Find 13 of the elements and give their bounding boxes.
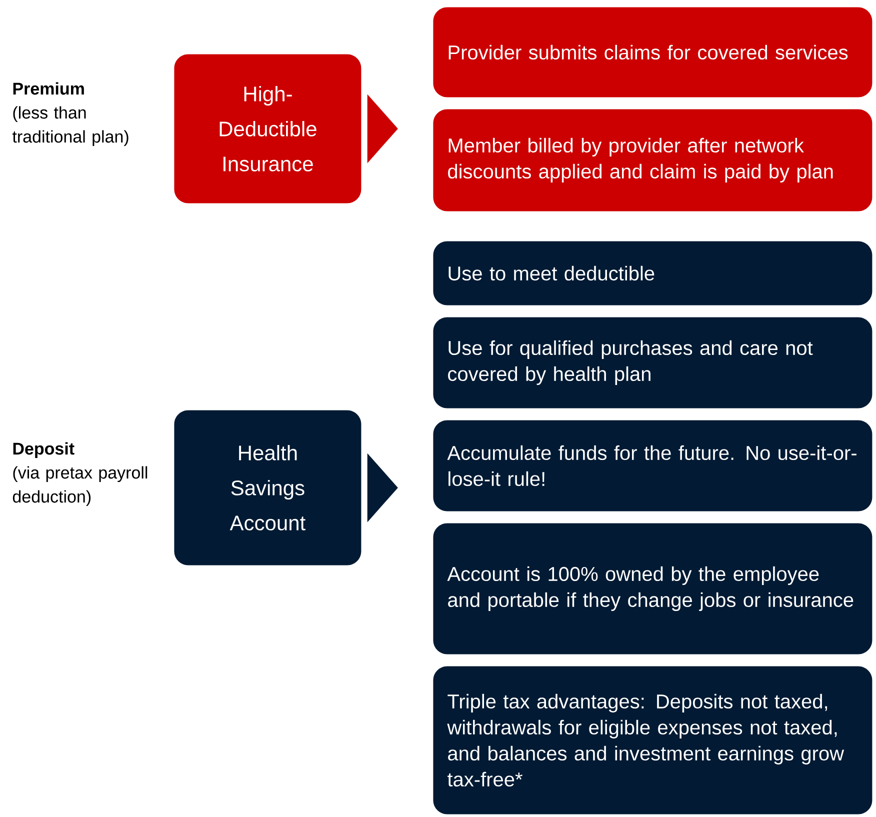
- info-box: Triple tax advantages: Deposits not taxed, withdrawals for eligible expenses not taxed, and balances and investment earnings grow tax-free*: [433, 666, 872, 814]
- info-box: Use for qualified purchases and care not covered by health plan: [433, 317, 872, 408]
- info-box: Account is 100% owned by the employee and portable if they change jobs or insurance: [433, 523, 872, 654]
- info-box: Use to meet deductible: [433, 241, 872, 306]
- side-label: Premium (less than traditional plan): [12, 82, 128, 146]
- info-box: Accumulate funds for the future. No use-it-or-lose-it rule!: [433, 420, 872, 512]
- chevron-arrow: [367, 94, 398, 164]
- info-box: Member billed by provider after network discounts applied and claim is paid by plan: [433, 109, 872, 212]
- plan-box: Health Savings Account: [174, 410, 362, 566]
- side-label: Deposit (via pretax payroll deduction): [12, 442, 148, 506]
- chevron-arrow: [367, 453, 398, 522]
- plan-box: High- Deductible Insurance: [174, 54, 362, 204]
- info-box: Provider submits claims for covered services: [433, 7, 872, 98]
